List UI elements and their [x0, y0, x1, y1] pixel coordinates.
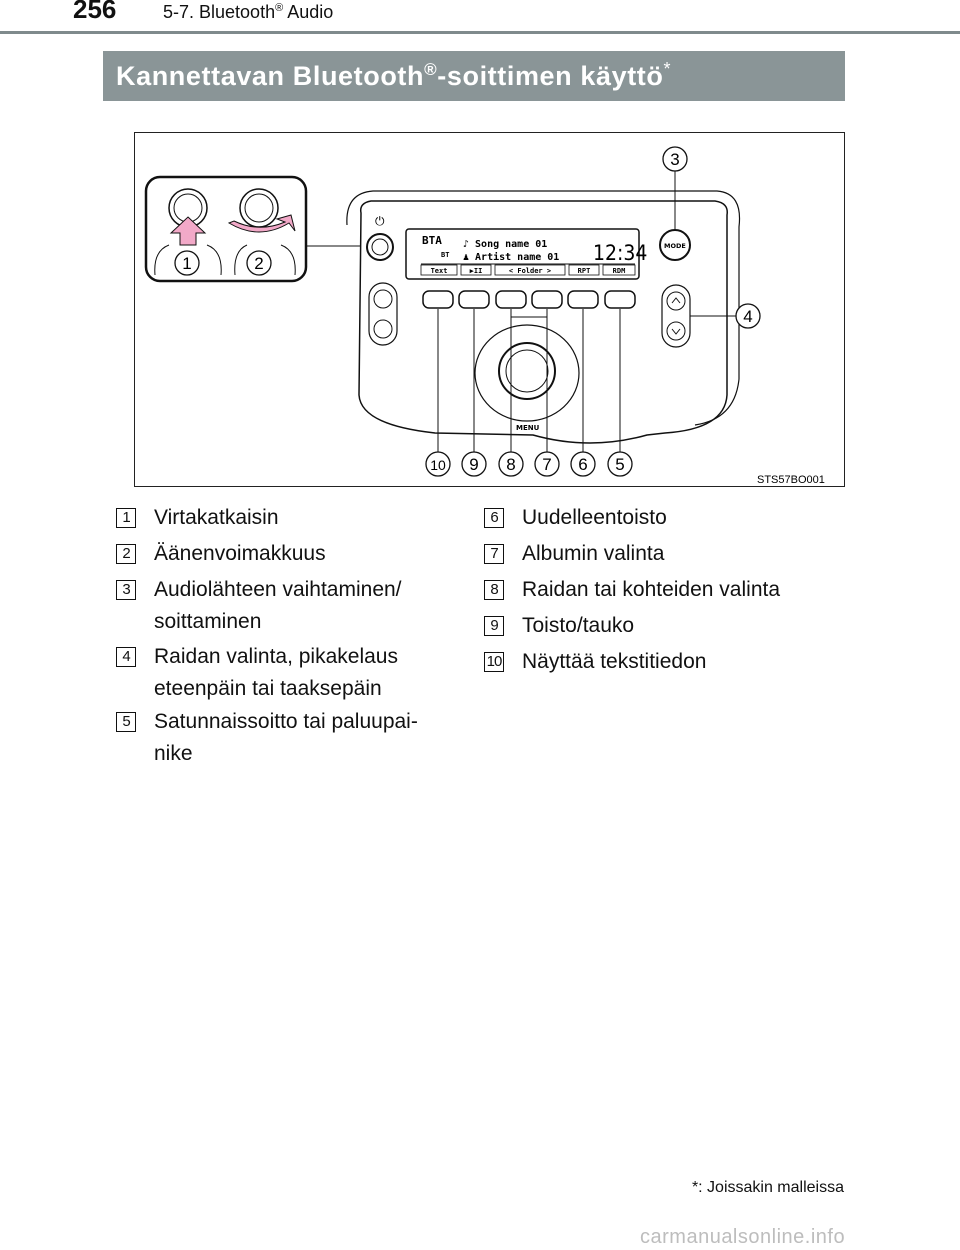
legend-text: Albumin valinta [522, 542, 665, 565]
legend-number: 6 [484, 508, 504, 528]
preset-button [458, 290, 490, 309]
callout-circle [461, 451, 487, 477]
softkey-label: RPT [578, 267, 591, 275]
callout-number: 9 [469, 455, 478, 474]
legend-number: 8 [484, 580, 504, 600]
legend-text: Äänenvoimakkuus [154, 542, 326, 565]
callout-circle [662, 146, 688, 172]
callout-number: 6 [578, 455, 587, 474]
softkey-frame [420, 264, 458, 276]
preset-button [531, 290, 563, 309]
display-softkeys: Text ▶II < Folder > RPT RDM [420, 264, 636, 276]
legend-text: Satunnaissoitto tai paluupai-nike [154, 710, 418, 765]
legend-number: 7 [484, 544, 504, 564]
callout-number: 4 [743, 307, 752, 326]
legend-number: 4 [116, 647, 136, 667]
figure-code: STS57BO001 [757, 474, 825, 486]
softkey-label: ▶II [470, 267, 483, 275]
menu-label: MENU [516, 424, 540, 432]
callout-circle [246, 250, 272, 276]
callout-circle [174, 250, 200, 276]
callout-number: 7 [542, 455, 551, 474]
softkey-label: < Folder > [509, 267, 551, 275]
legend-number: 5 [116, 712, 136, 732]
callout-number: 2 [254, 254, 263, 273]
callout-circle [570, 451, 596, 477]
callout-circle [498, 451, 524, 477]
softkey-frame [460, 264, 492, 276]
section-title: 5-7. Bluetooth® Audio [163, 2, 334, 22]
header-rule [0, 31, 960, 34]
legend-number: 9 [484, 616, 504, 636]
display-bt: BT [441, 251, 449, 259]
callout-number: 3 [670, 150, 679, 169]
legend-number: 1 [116, 508, 136, 528]
audio-unit-drawing: ⏻ BTA BT ♪ Song name 01 ♟ Artist name 01… [144, 146, 825, 486]
preset-button [422, 290, 454, 309]
callout-circle [607, 451, 633, 477]
callout-number: 8 [506, 455, 515, 474]
softkey-frame [568, 264, 600, 276]
preset-button [567, 290, 599, 309]
page-title: Kannettavan Bluetooth®-soittimen käyttö* [116, 59, 672, 91]
legend-text: Raidan tai kohteiden valinta [522, 578, 781, 601]
legend-text: Raidan valinta, pikakelaus eteenpäin tai… [154, 645, 398, 700]
mode-label: MODE [664, 242, 686, 250]
footnote: *: Joissakin malleissa [691, 1179, 844, 1196]
callout-circle [735, 303, 761, 329]
callout-numbers: 1 2 3 4 10 9 8 7 6 5 [174, 146, 761, 477]
audio-unit-illustration: ⏻ BTA BT ♪ Song name 01 ♟ Artist name 01… [134, 132, 845, 487]
legend-text: Uudelleentoisto [522, 506, 667, 529]
softkey-label: Text [431, 267, 448, 275]
softkey-label: RDM [613, 267, 626, 275]
watermark: carmanualsonline.info [640, 1226, 846, 1248]
display-source: BTA [422, 234, 442, 247]
callout-circle [534, 451, 560, 477]
display-song: ♪ Song name 01 [463, 239, 547, 250]
legend-number: 3 [116, 580, 136, 600]
preset-buttons [422, 290, 636, 309]
legend-text: Toisto/tauko [522, 614, 635, 637]
legend-text: Näyttää tekstitiedon [522, 650, 707, 673]
legend-number: 10 [484, 652, 504, 672]
preset-button [495, 290, 527, 309]
legend-text: Audiolähteen vaihtaminen/ soittaminen [154, 578, 402, 633]
softkey-frame [602, 264, 636, 276]
page-number: 256 [73, 0, 117, 24]
softkey-frame [494, 264, 566, 276]
callout-number: 10 [430, 457, 446, 473]
display-clock: 12:34 [593, 241, 647, 265]
callout-circle [425, 451, 451, 477]
preset-button [604, 290, 636, 309]
power-symbol: ⏻ [375, 214, 385, 228]
callout-number: 1 [182, 254, 191, 273]
legend-text: Virtakatkaisin [154, 506, 279, 529]
title-bar: Kannettavan Bluetooth®-soittimen käyttö* [103, 51, 845, 101]
display-artist: ♟ Artist name 01 [463, 251, 559, 263]
callout-number: 5 [615, 455, 624, 474]
legend-number: 2 [116, 544, 136, 564]
